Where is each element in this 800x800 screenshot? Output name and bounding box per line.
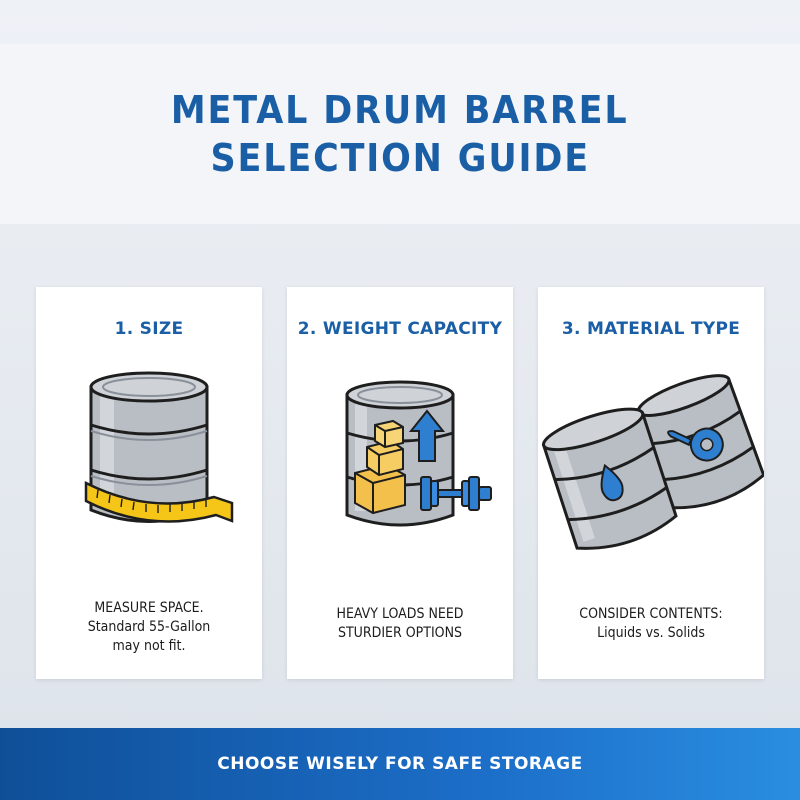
up-arrow-icon [408,409,446,462]
measuring-tape-icon [84,480,234,523]
card-text-line: STURDIER OPTIONS [337,625,463,641]
card-heading: 1. SIZE [114,319,184,339]
card-material-type: 3. MATERIAL TYPE CONSIDER CONTENTS: [538,287,764,679]
card-description: CONSIDER CONTENTS: Liquids vs. Solids [538,605,764,643]
material-illustration [541,374,764,550]
card-description: HEAVY LOADS NEED STURDIER OPTIONS [287,605,513,643]
footer-banner: CHOOSE WISELY FOR SAFE STORAGE [0,728,800,800]
water-drop-icon [600,463,624,502]
card-weight-capacity: 2. WEIGHT CAPACITY [287,287,513,679]
card-heading: 3. MATERIAL TYPE [561,319,741,339]
footer-text: CHOOSE WISELY FOR SAFE STORAGE [217,754,583,774]
barrel-icon [636,374,764,510]
card-text-line: may not fit. [112,638,186,654]
weight-illustration [345,380,492,527]
card-text-line: Standard 55-Gallon [87,619,211,635]
card-description: MEASURE SPACE. Standard 55-Gallon may no… [36,599,262,656]
page-title-line-1: METAL DRUM BARREL [171,88,629,132]
card-text-line: Liquids vs. Solids [597,625,705,641]
card-text-line: HEAVY LOADS NEED [336,606,464,622]
card-heading: 2. WEIGHT CAPACITY [297,319,503,339]
page-title-line-2: SELECTION GUIDE [210,136,590,180]
dumbbell-icon [420,476,492,511]
size-illustration [84,371,234,523]
card-text-line: CONSIDER CONTENTS: [579,606,723,622]
header-banner: METAL DRUM BARREL SELECTION GUIDE [0,44,800,224]
barrel-icon [89,371,209,523]
card-text-line: MEASURE SPACE. [94,600,204,616]
wrench-gear-icon [667,427,724,462]
boxes-icon [354,419,406,515]
card-size: 1. SIZE MEASURE SPACE. Standard 55-Gallo… [36,287,262,679]
barrel-icon [541,407,678,550]
